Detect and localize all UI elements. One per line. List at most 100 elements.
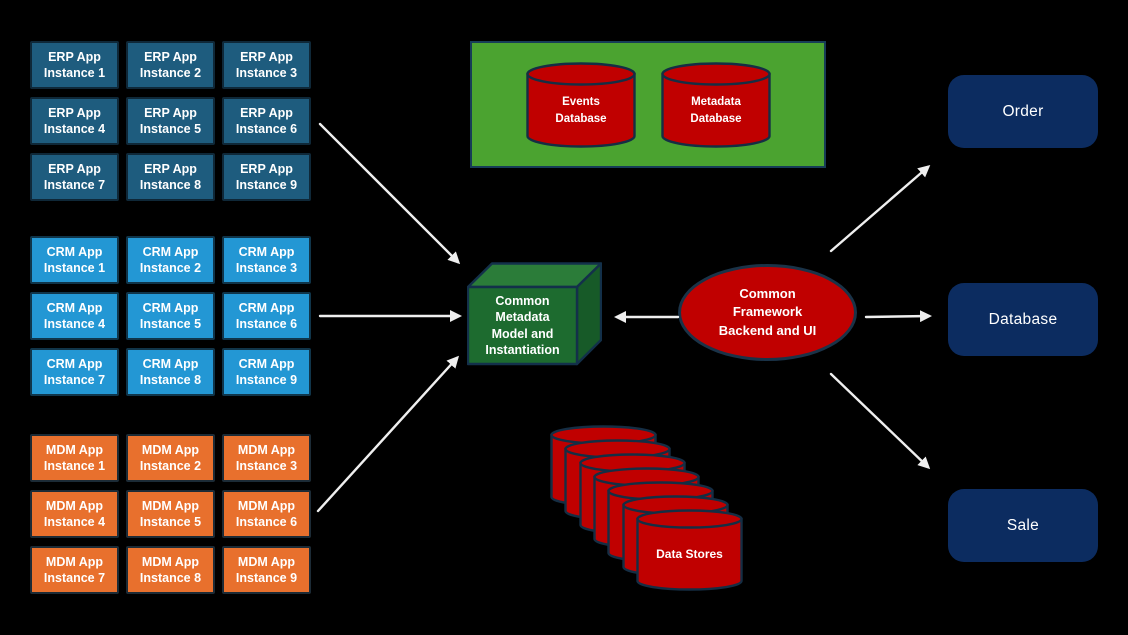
instance-label-line2: Instance 9 (235, 178, 298, 192)
instance-label-line1: CRM App (142, 301, 199, 315)
instance-label-line2: Instance 8 (139, 178, 202, 192)
instance-label-line1: ERP App (48, 162, 101, 176)
instance-label-line2: Instance 9 (235, 571, 298, 585)
instance-label-line2: Instance 7 (43, 571, 106, 585)
sale-box: Sale (948, 489, 1098, 562)
database-cylinder-icon (526, 62, 636, 153)
instance-label-line1: CRM App (46, 245, 103, 259)
metadata-database-label: Metadata Database (661, 94, 771, 129)
instance-label-line2: Instance 4 (43, 122, 106, 136)
instance-label-line2: Instance 1 (43, 66, 106, 80)
instance-label-line2: Instance 7 (43, 373, 106, 387)
arrow-erp-to-cube (318, 122, 461, 265)
instance-label-line2: Instance 5 (139, 122, 202, 136)
instance-label-line1: ERP App (240, 106, 293, 120)
arrow-ellipse-to-order (829, 165, 931, 253)
label-line1: Events (562, 96, 600, 108)
instance-label-line2: Instance 4 (43, 515, 106, 529)
metadata-model-cube: Common Metadata Model and Instantiation (466, 262, 603, 366)
instance-label-line1: ERP App (240, 50, 293, 64)
instance-label-line2: Instance 7 (43, 178, 106, 192)
cube-icon (466, 262, 603, 366)
instance-label-line1: CRM App (142, 245, 199, 259)
metadata-database-cylinder: Metadata Database (661, 62, 771, 148)
instance-label-line1: MDM App (45, 443, 104, 457)
instance-label-line2: Instance 5 (139, 317, 202, 331)
instance-label-line2: Instance 6 (235, 122, 298, 136)
instance-label-line1: MDM App (45, 499, 104, 513)
instance-label-line2: Instance 3 (235, 459, 298, 473)
instance-label-line1: CRM App (238, 357, 295, 371)
instance-label-line2: Instance 1 (43, 459, 106, 473)
arrow-ellipse-to-database (864, 310, 932, 323)
instance-label-line1: ERP App (48, 50, 101, 64)
label-line2: Database (690, 113, 742, 126)
events-database-label: Events Database (526, 94, 636, 129)
instance-label-line1: MDM App (141, 499, 200, 513)
arrow-ellipse-to-sale (829, 372, 931, 470)
instance-label-line1: CRM App (142, 357, 199, 371)
database-box: Database (948, 283, 1098, 356)
arrow-mdm-to-cube (316, 355, 460, 513)
instance-label-line1: CRM App (46, 357, 103, 371)
cube-label-line2: Metadata (495, 310, 550, 325)
instance-label-line1: MDM App (237, 499, 296, 513)
data-stores-label: Data Stores (656, 547, 723, 561)
instance-label-line1: CRM App (46, 301, 103, 315)
cylinder-icon (661, 62, 771, 148)
instance-label-line1: ERP App (144, 106, 197, 120)
cube-front-face (466, 285, 579, 366)
instance-label-line1: CRM App (238, 245, 295, 259)
order-box: Order (948, 75, 1098, 148)
instance-label-line1: MDM App (237, 555, 296, 569)
instance-label-line1: MDM App (141, 555, 200, 569)
cube-label-line1: Common (495, 294, 550, 308)
instance-label-line2: Instance 3 (235, 66, 298, 80)
instance-label-line2: Instance 9 (235, 373, 298, 387)
instance-label-line2: Instance 6 (235, 515, 298, 529)
label-line2: Database (555, 113, 607, 126)
instance-label-line1: MDM App (141, 443, 200, 457)
instance-label-line1: ERP App (144, 50, 197, 64)
instance-label-line1: ERP App (48, 106, 101, 120)
data-store-cylinder-7 (636, 509, 743, 591)
data-stores-stack: Data Stores (550, 425, 750, 595)
cylinder-icon (636, 509, 743, 591)
instance-label-line2: Instance 8 (139, 571, 202, 585)
databases-panel: Events Database Metadata Database (470, 41, 826, 168)
instance-label-line2: Instance 1 (43, 261, 106, 275)
metadata-model-label: Common Metadata Model and Instantiation (468, 287, 577, 364)
instance-label-line2: Instance 2 (139, 459, 202, 473)
ellipse-label-line3: Backend and UI (718, 322, 817, 338)
ellipse-label-line1: Common (739, 285, 796, 301)
cube-label-line3: Model and (491, 326, 554, 341)
instance-label-line2: Instance 2 (139, 66, 202, 80)
instance-label-line1: CRM App (238, 301, 295, 315)
ellipse-label-line2: Framework (732, 304, 803, 320)
instance-label-line1: ERP App (240, 162, 293, 176)
